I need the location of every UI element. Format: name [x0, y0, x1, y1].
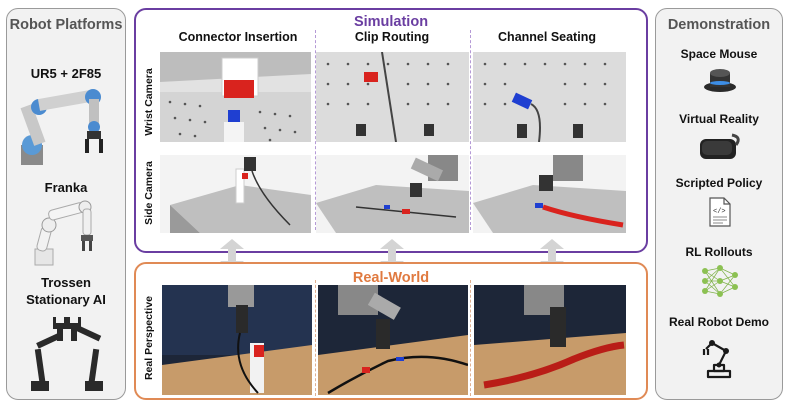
ur5-robot-arm-icon [15, 85, 119, 174]
robot-label-trossen-line2: Stationary AI [26, 292, 106, 307]
demo-label-real-robot-demo: Real Robot Demo [668, 315, 769, 329]
column-divider [315, 30, 316, 230]
space-mouse-icon [702, 65, 738, 98]
column-divider [315, 280, 316, 396]
trossen-dual-arm-icon [17, 315, 117, 400]
column-divider [470, 30, 471, 230]
robot-platforms-title: Robot Platforms [9, 17, 123, 33]
task-header-clip-routing: Clip Routing [354, 30, 430, 44]
robot-arm-icon [698, 335, 742, 384]
task-header-channel-seating: Channel Seating [498, 30, 596, 44]
demonstration-panel: Demonstration Space Mouse Virtual Realit… [655, 8, 783, 400]
vr-headset-icon [696, 131, 742, 168]
code-file-icon: </> [708, 197, 732, 232]
sim-side-clip-routing-image [316, 155, 469, 233]
row-label-side-camera: Side Camera [143, 161, 155, 225]
task-header-connector-insertion: Connector Insertion [178, 30, 298, 44]
robot-label-trossen: Trossen Stationary AI [7, 274, 125, 308]
column-divider [470, 280, 471, 396]
sim-wrist-channel-seating-image [473, 52, 626, 142]
row-label-real-perspective: Real Perspective [143, 295, 155, 381]
real-world-title: Real-World [352, 270, 430, 286]
sim-side-channel-seating-image [473, 155, 626, 233]
real-clip-routing-image [318, 285, 468, 395]
real-connector-insertion-image [162, 285, 312, 395]
simulation-title: Simulation [353, 14, 429, 30]
robot-label-franka: Franka [44, 180, 88, 195]
demo-label-rl-rollouts: RL Rollouts [685, 245, 753, 259]
robot-platforms-panel: Robot Platforms UR5 + 2F85 Franka [6, 8, 126, 400]
neural-network-icon [700, 263, 740, 304]
demo-label-scripted-policy: Scripted Policy [675, 176, 763, 190]
demonstration-title: Demonstration [667, 17, 771, 33]
sim-wrist-connector-insertion-image [160, 52, 311, 142]
franka-robot-arm-icon [25, 199, 109, 272]
svg-text:</>: </> [713, 208, 726, 216]
demo-label-space-mouse: Space Mouse [680, 47, 758, 61]
row-label-wrist-camera: Wrist Camera [143, 68, 155, 136]
real-channel-seating-image [474, 285, 626, 395]
robot-label-trossen-line1: Trossen [41, 275, 91, 290]
sim-wrist-clip-routing-image [316, 52, 469, 142]
robot-label-ur5: UR5 + 2F85 [30, 66, 102, 81]
sim-side-connector-insertion-image [160, 155, 311, 233]
demo-label-virtual-reality: Virtual Reality [679, 112, 759, 126]
